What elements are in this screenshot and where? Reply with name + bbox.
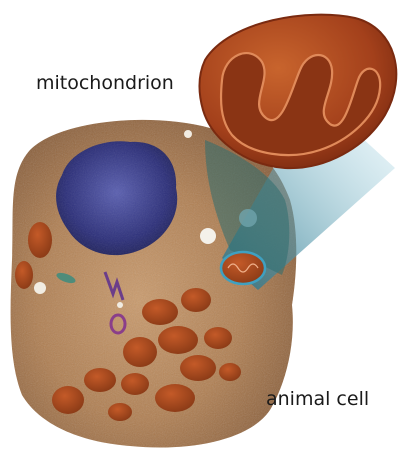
highlighted-mitochondrion <box>221 252 265 284</box>
mitochondrion-label: mitochondrion <box>36 72 174 94</box>
animal-cell-label: animal cell <box>266 388 369 410</box>
